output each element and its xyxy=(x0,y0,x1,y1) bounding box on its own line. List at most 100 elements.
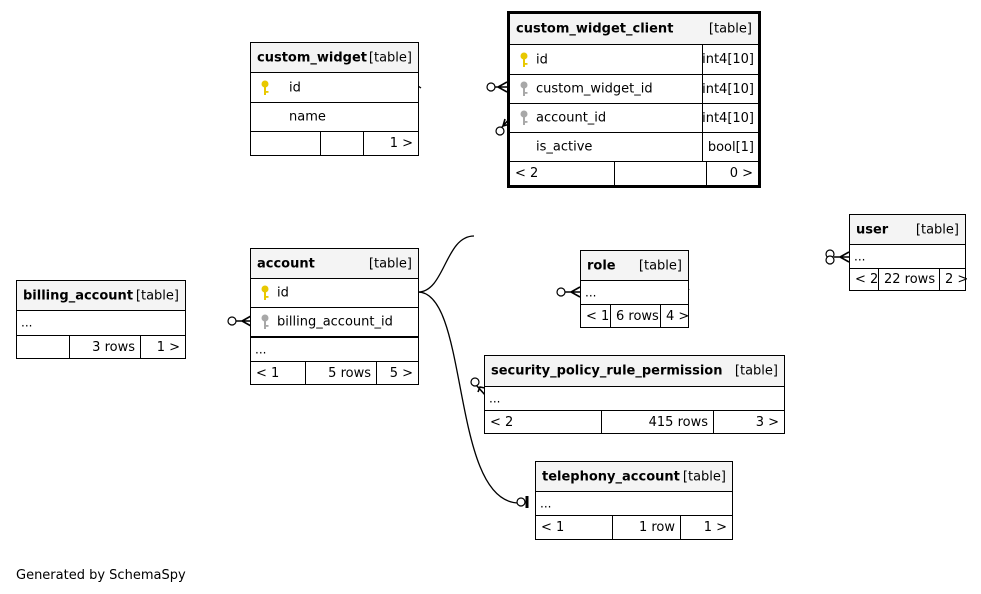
table-type: [table] xyxy=(734,363,778,379)
column-row-custom-widget-id[interactable]: custom_widget_id int4[10] xyxy=(510,74,758,103)
generated-by-note: Generated by SchemaSpy xyxy=(16,568,186,583)
table-name[interactable]: user xyxy=(856,222,889,237)
table-account[interactable]: account [table] id billing_account_id ..… xyxy=(250,248,419,385)
column-row-id[interactable]: id xyxy=(251,72,418,102)
crowsfoot-role xyxy=(556,286,581,298)
row-count: 1 row xyxy=(612,516,680,539)
column-name: account_id xyxy=(536,110,607,126)
primary-key-icon xyxy=(261,80,269,95)
table-footer: < 1 1 row 1 > xyxy=(536,515,732,539)
column-row-billing-account-id[interactable]: billing_account_id xyxy=(251,307,418,336)
table-name[interactable]: telephony_account xyxy=(542,469,680,484)
crowsfoot-security-policy-rule-permission xyxy=(470,377,487,397)
table-name[interactable]: custom_widget_client xyxy=(516,21,674,37)
collapsed-columns: ... xyxy=(850,244,965,268)
column-name: custom_widget_id xyxy=(536,81,653,97)
table-name[interactable]: role xyxy=(587,258,616,273)
column-row-name[interactable]: name xyxy=(251,102,418,131)
table-header: custom_widget [table] xyxy=(251,43,418,72)
table-footer: 3 rows 1 > xyxy=(17,335,185,358)
column-type: int4[10] xyxy=(702,75,758,103)
table-footer: < 1 5 rows 5 > xyxy=(251,361,418,384)
table-custom-widget[interactable]: custom_widget [table] id name 1 > xyxy=(250,42,419,156)
table-billing-account[interactable]: billing_account [table] ... 3 rows 1 > xyxy=(16,280,186,359)
parents-count[interactable]: < 1 xyxy=(541,520,565,535)
parents-count[interactable]: < 1 xyxy=(256,365,280,381)
column-name: id xyxy=(289,80,301,95)
table-type: [table] xyxy=(682,469,726,484)
foreign-key-icon xyxy=(520,81,528,96)
row-count xyxy=(320,132,363,155)
collapsed-columns: ... xyxy=(485,386,784,410)
foreign-key-icon xyxy=(520,110,528,125)
column-name: is_active xyxy=(536,139,593,155)
table-header: billing_account [table] xyxy=(17,281,185,310)
crowsfoot-custom-widget-client-custom-widget-id xyxy=(486,81,508,93)
column-row-is-active[interactable]: is_active bool[1] xyxy=(510,132,758,161)
edge-account-to-role-stub xyxy=(417,235,475,293)
table-type: [table] xyxy=(135,288,179,303)
table-type: [table] xyxy=(368,256,412,271)
column-name: name xyxy=(289,109,326,125)
row-count: 5 rows xyxy=(305,362,376,384)
column-type: bool[1] xyxy=(702,133,758,161)
children-count[interactable]: 2 > xyxy=(939,269,973,290)
children-count[interactable]: 0 > xyxy=(706,162,758,185)
children-count[interactable]: 1 > xyxy=(140,336,185,358)
table-header: account [table] xyxy=(251,249,418,278)
parents-count[interactable]: < 1 xyxy=(586,308,610,324)
ellipsis: ... xyxy=(21,315,33,330)
table-name[interactable]: custom_widget xyxy=(257,50,367,65)
row-count: 3 rows xyxy=(69,336,140,358)
table-custom-widget-client[interactable]: custom_widget_client [table] id int4[10]… xyxy=(507,11,761,188)
children-count[interactable]: 5 > xyxy=(376,362,418,384)
column-name: id xyxy=(277,285,289,301)
crowsfoot-user xyxy=(825,249,850,265)
column-type: int4[10] xyxy=(702,104,758,132)
column-name: id xyxy=(536,52,548,67)
primary-key-icon xyxy=(261,285,269,300)
parents-count[interactable] xyxy=(17,336,69,358)
parents-count[interactable]: < 2 xyxy=(490,414,514,430)
ellipsis: ... xyxy=(540,495,552,510)
table-name[interactable]: account xyxy=(257,256,315,271)
children-count[interactable]: 1 > xyxy=(363,132,418,155)
column-row-account-id[interactable]: account_id int4[10] xyxy=(510,103,758,132)
children-count[interactable]: 3 > xyxy=(713,411,784,433)
table-header: user [table] xyxy=(850,215,965,244)
table-role[interactable]: role [table] ... < 1 6 rows 4 > xyxy=(580,250,689,328)
parents-count[interactable]: < 2 xyxy=(515,166,539,181)
children-count[interactable]: 4 > xyxy=(660,305,694,327)
table-type: [table] xyxy=(638,258,682,273)
parents-count[interactable] xyxy=(251,132,320,155)
edge-account-to-telephony-account xyxy=(417,291,521,504)
table-header: custom_widget_client [table] xyxy=(510,14,758,44)
table-footer: 1 > xyxy=(251,131,418,155)
table-header: role [table] xyxy=(581,251,688,280)
column-name: billing_account_id xyxy=(277,314,393,330)
table-footer: < 1 6 rows 4 > xyxy=(581,304,689,327)
table-name[interactable]: billing_account xyxy=(23,288,134,303)
children-count[interactable]: 1 > xyxy=(680,516,732,539)
ellipsis: ... xyxy=(854,248,866,263)
row-count: 6 rows xyxy=(610,305,660,327)
crowsfoot-billing-account-account xyxy=(227,315,252,327)
collapsed-columns: ... xyxy=(17,310,185,335)
table-name[interactable]: security_policy_rule_permission xyxy=(491,363,723,379)
primary-key-icon xyxy=(520,52,528,67)
column-row-id[interactable]: id int4[10] xyxy=(510,44,758,74)
collapsed-columns: ... xyxy=(536,491,732,515)
ellipsis: ... xyxy=(255,341,267,356)
table-footer: < 2 22 rows 2 > xyxy=(850,268,968,290)
table-security-policy-rule-permission[interactable]: security_policy_rule_permission [table] … xyxy=(484,355,785,434)
table-type: [table] xyxy=(368,50,412,65)
collapsed-columns: ... xyxy=(251,336,418,361)
ellipsis: ... xyxy=(489,390,501,405)
table-user[interactable]: user [table] ... < 2 22 rows 2 > xyxy=(849,214,968,291)
parents-count[interactable]: < 2 xyxy=(855,272,879,287)
column-row-id[interactable]: id xyxy=(251,278,418,307)
table-telephony-account[interactable]: telephony_account [table] ... < 1 1 row … xyxy=(535,461,733,540)
row-count: 415 rows xyxy=(601,411,713,433)
collapsed-columns: ... xyxy=(581,280,688,304)
column-type: int4[10] xyxy=(702,45,758,74)
